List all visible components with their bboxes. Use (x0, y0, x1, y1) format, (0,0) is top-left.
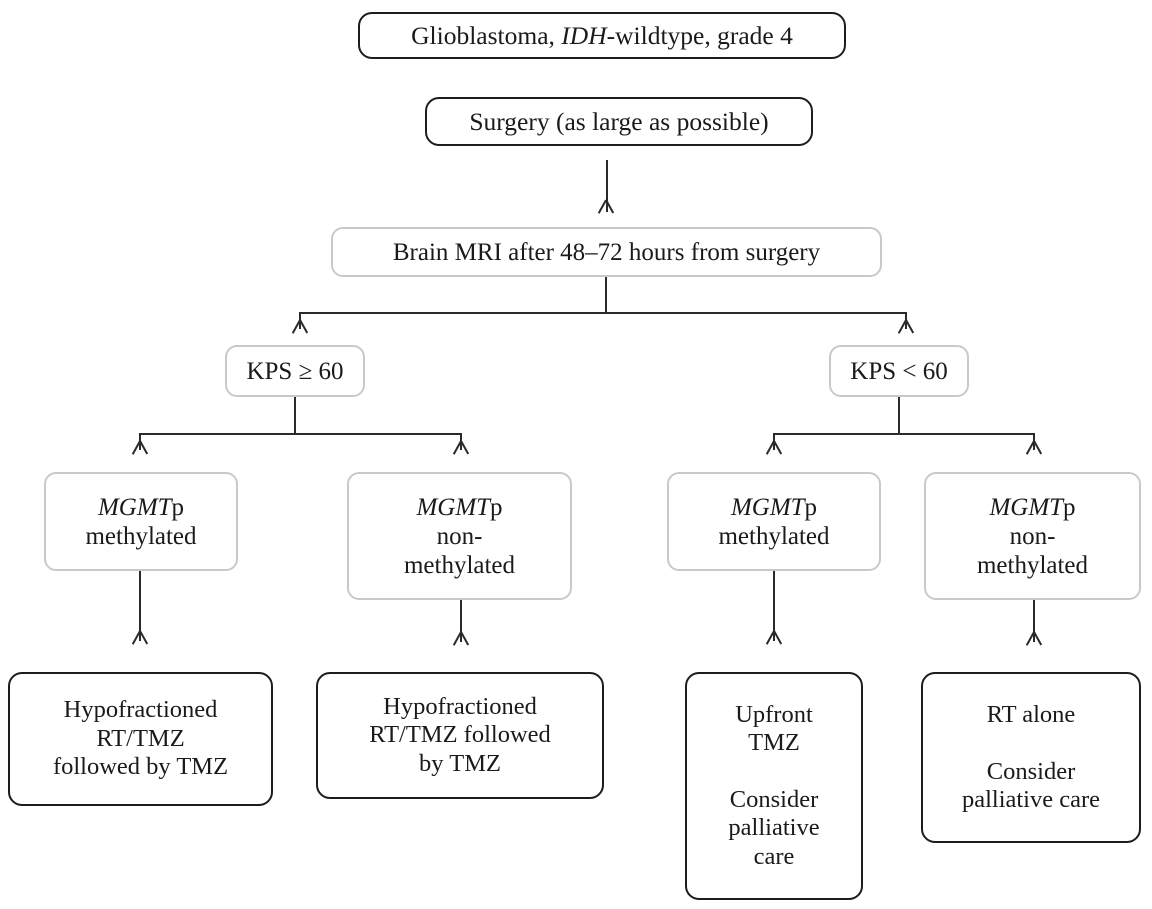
node-diagnosis-label: Glioblastoma, IDH-wildtype, grade 4 (360, 21, 844, 51)
connector-mgmt1-treat1-line (139, 571, 141, 641)
connector-mri-right-arrowhead (898, 320, 914, 333)
node-treatment-hypofractionated-rt-tmz-followed: Hypofractioned RT/TMZ followed by TMZ (316, 672, 604, 799)
connector-kpslow-stem (898, 397, 900, 434)
node-treatment-upfront-tmz: Upfront TMZ Consider palliative care (685, 672, 863, 900)
node-treatment-2-label: Hypofractioned RT/TMZ followed by TMZ (369, 692, 551, 777)
mgmt-gene-italic: MGMT (989, 493, 1064, 521)
mgmt-gene-italic: MGMT (730, 493, 805, 521)
connector-kpshigh-left-arrowhead (132, 441, 148, 454)
node-brain-mri-label: Brain MRI after 48–72 hours from surgery (392, 238, 821, 266)
node-mgmt-nonmethylated-right: MGMTp non- methylated (924, 472, 1141, 600)
node-treatment-1-label: Hypofractioned RT/TMZ followed by TMZ (52, 696, 229, 781)
diagnosis-gene-italic: IDH (561, 20, 607, 50)
connector-mgmt1-treat1-arrowhead (132, 631, 148, 644)
node-kps-high-label: KPS ≥ 60 (246, 357, 344, 385)
node-mgmt-nonmethylated-right-label: MGMTp non- methylated (926, 493, 1139, 580)
mgmt-suffix: p non- methylated (976, 493, 1089, 579)
node-treatment-rt-alone: RT alone Consider palliative care (921, 672, 1141, 843)
node-treatment-3-label: Upfront TMZ Consider palliative care (728, 700, 820, 870)
connector-mri-stem (605, 277, 607, 313)
connector-kpshigh-crossbar (139, 433, 461, 435)
connector-surgery-mri-arrowhead (598, 200, 614, 213)
mgmt-gene-italic: MGMT (97, 493, 172, 521)
connector-mgmt2-treat2-line (460, 600, 462, 642)
connector-kpshigh-right-arrowhead (453, 441, 469, 454)
connector-mgmt2-treat2-arrowhead (453, 632, 469, 645)
node-kps-low: KPS < 60 (829, 345, 969, 397)
connector-mri-crossbar (299, 312, 907, 314)
connector-surgery-mri-line (606, 160, 608, 212)
node-mgmt-methylated-left-label: MGMTp methylated (46, 493, 236, 551)
connector-mgmt3-treat3-line (773, 571, 775, 641)
node-surgery: Surgery (as large as possible) (425, 97, 813, 146)
mgmt-gene-italic: MGMT (416, 493, 491, 521)
connector-mri-left-arrowhead (292, 320, 308, 333)
diagnosis-text-pre: Glioblastoma, (411, 20, 562, 50)
node-mgmt-methylated-right: MGMTp methylated (667, 472, 881, 571)
connector-mgmt4-treat4-line (1033, 600, 1035, 642)
node-treatment-4-label: RT alone Consider palliative care (961, 700, 1101, 813)
mgmt-suffix: p non- methylated (403, 493, 516, 579)
node-mgmt-nonmethylated-left-label: MGMTp non- methylated (349, 493, 570, 580)
connector-kpslow-right-arrowhead (1026, 441, 1042, 454)
connector-kpslow-left-arrowhead (766, 441, 782, 454)
node-surgery-label: Surgery (as large as possible) (469, 106, 769, 136)
node-mgmt-methylated-right-label: MGMTp methylated (669, 493, 879, 551)
connector-kpslow-crossbar (773, 433, 1034, 435)
diagnosis-text-post: -wildtype, grade 4 (606, 20, 793, 50)
node-kps-high: KPS ≥ 60 (225, 345, 365, 397)
connector-mgmt3-treat3-arrowhead (766, 631, 782, 644)
node-mgmt-methylated-left: MGMTp methylated (44, 472, 238, 571)
connector-mgmt4-treat4-arrowhead (1026, 632, 1042, 645)
node-kps-low-label: KPS < 60 (850, 357, 948, 385)
node-brain-mri: Brain MRI after 48–72 hours from surgery (331, 227, 882, 277)
mgmt-suffix: p methylated (718, 493, 830, 550)
node-diagnosis: Glioblastoma, IDH-wildtype, grade 4 (358, 12, 846, 59)
node-mgmt-nonmethylated-left: MGMTp non- methylated (347, 472, 572, 600)
connector-kpshigh-stem (294, 397, 296, 434)
mgmt-suffix: p methylated (85, 493, 197, 550)
node-treatment-hypofractionated-rt-tmz: Hypofractioned RT/TMZ followed by TMZ (8, 672, 273, 806)
